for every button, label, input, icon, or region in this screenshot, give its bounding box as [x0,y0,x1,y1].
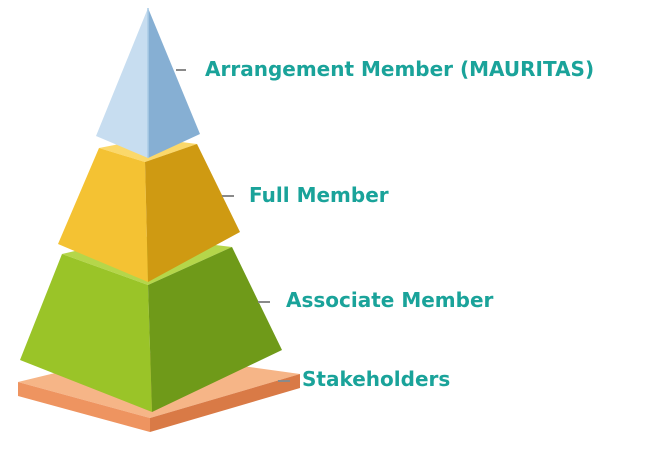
tier-label-full-member: Full Member [249,183,389,207]
tier-arrangement-member-shape [96,8,200,158]
tier-label-associate-member: Associate Member [286,288,494,312]
leader-line [222,195,234,197]
tier-label-stakeholders: Stakeholders [302,367,451,391]
leader-line [258,301,270,303]
leader-line [278,380,290,382]
leader-line [176,69,186,71]
tier-label-arrangement-member: Arrangement Member (MAURITAS) [205,57,595,81]
